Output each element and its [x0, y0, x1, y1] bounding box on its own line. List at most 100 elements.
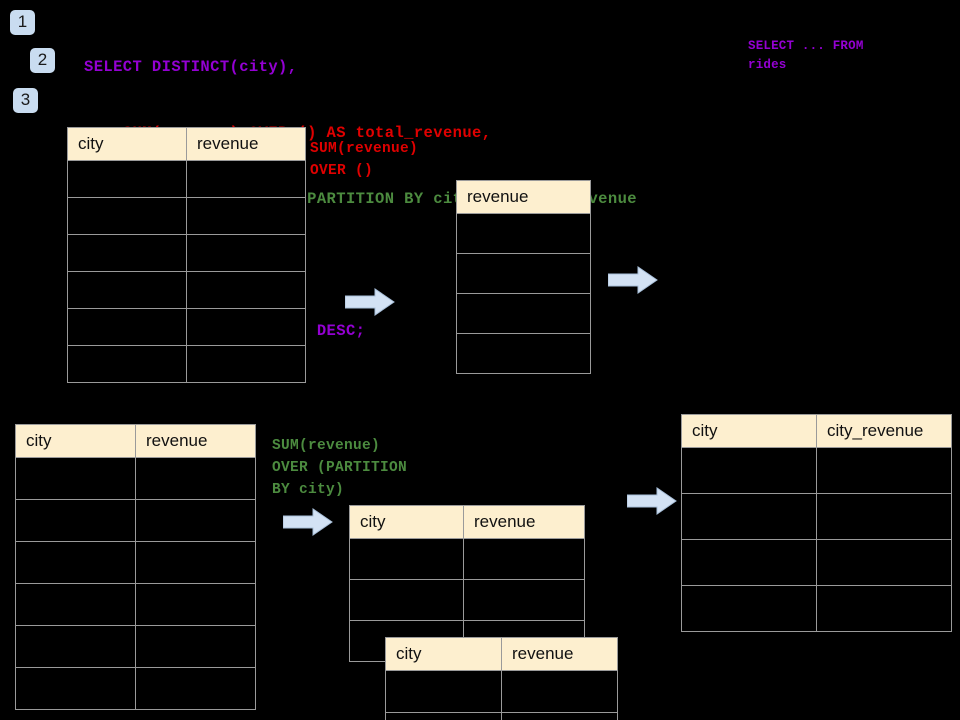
table-cell	[385, 712, 502, 720]
table-cell	[67, 308, 187, 346]
rides-source-table-bottom: city revenue	[15, 424, 256, 710]
table-row	[67, 160, 306, 198]
table-cell	[135, 541, 256, 584]
table-cell	[816, 447, 952, 494]
table-row	[15, 457, 256, 500]
column-header-revenue: revenue	[463, 505, 585, 539]
table-cell	[463, 538, 585, 580]
table-cell	[456, 293, 591, 334]
table-row	[385, 670, 618, 713]
table-header-row: city revenue	[349, 505, 585, 539]
column-header-city: city	[67, 127, 187, 161]
table-row	[385, 712, 618, 720]
table-cell	[67, 271, 187, 309]
table-row	[349, 538, 585, 580]
table-row	[67, 308, 306, 346]
sql-line-1: SELECT DISTINCT(city),	[84, 58, 298, 76]
table-cell	[456, 333, 591, 374]
table-row	[456, 253, 591, 294]
table-cell	[349, 538, 464, 580]
arrow-source-to-total	[345, 288, 395, 316]
table-row	[681, 447, 952, 494]
table-cell	[186, 197, 306, 235]
table-cell	[15, 667, 136, 710]
annotation-sum-over-empty: SUM(revenue) OVER ()	[310, 141, 419, 179]
table-cell	[463, 579, 585, 621]
table-row	[681, 539, 952, 586]
table-cell	[186, 160, 306, 198]
table-row	[15, 499, 256, 542]
arrow-partition-to-result	[627, 487, 677, 515]
final-result-table: city city_revenue	[681, 414, 952, 632]
table-cell	[67, 234, 187, 272]
table-cell	[67, 160, 187, 198]
table-cell	[501, 670, 618, 713]
table-row	[15, 541, 256, 584]
table-cell	[681, 585, 817, 632]
annotation-sum-over-partition: SUM(revenue) OVER (PARTITION BY city)	[272, 438, 408, 498]
table-cell	[15, 625, 136, 668]
table-cell	[186, 234, 306, 272]
table-header-row: revenue	[456, 180, 591, 214]
table-cell	[681, 447, 817, 494]
column-header-city: city	[349, 505, 464, 539]
partition-group-table-back: city revenue	[349, 505, 585, 662]
partition-group-table-front: city revenue	[385, 637, 618, 720]
total-revenue-table: revenue	[456, 180, 591, 374]
table-cell	[15, 457, 136, 500]
table-cell	[501, 712, 618, 720]
column-header-city: city	[15, 424, 136, 458]
table-cell	[385, 670, 502, 713]
table-row	[67, 197, 306, 235]
table-cell	[135, 583, 256, 626]
arrow-source-to-partition	[283, 508, 333, 536]
column-header-revenue: revenue	[456, 180, 591, 214]
table-row	[67, 345, 306, 383]
table-cell	[15, 541, 136, 584]
table-cell	[67, 345, 187, 383]
table-header-row: city revenue	[15, 424, 256, 458]
table-row	[681, 493, 952, 540]
table-cell	[135, 625, 256, 668]
table-cell	[135, 457, 256, 500]
table-cell	[816, 493, 952, 540]
annotation-select-from: SELECT ... FROM rides	[748, 39, 864, 72]
table-cell	[135, 667, 256, 710]
step-badge-1: 1	[10, 10, 35, 35]
table-row	[456, 333, 591, 374]
table-cell	[681, 493, 817, 540]
table-cell	[456, 253, 591, 294]
table-row	[15, 667, 256, 710]
table-header-row: city revenue	[67, 127, 306, 161]
table-row	[681, 585, 952, 632]
table-row	[349, 579, 585, 621]
rides-source-table-top: city revenue	[67, 127, 306, 383]
table-cell	[135, 499, 256, 542]
column-header-revenue: revenue	[135, 424, 256, 458]
table-cell	[67, 197, 187, 235]
table-row	[67, 234, 306, 272]
table-cell	[15, 583, 136, 626]
table-cell	[816, 539, 952, 586]
table-cell	[681, 539, 817, 586]
table-cell	[456, 213, 591, 254]
step-badge-2: 2	[30, 48, 55, 73]
column-header-revenue: revenue	[186, 127, 306, 161]
table-row	[456, 293, 591, 334]
table-row	[67, 271, 306, 309]
column-header-city-revenue: city_revenue	[816, 414, 952, 448]
table-row	[15, 625, 256, 668]
arrow-total-to-result	[608, 266, 658, 294]
step-badge-3: 3	[13, 88, 38, 113]
table-cell	[816, 585, 952, 632]
table-cell	[186, 271, 306, 309]
table-row	[15, 583, 256, 626]
table-header-row: city revenue	[385, 637, 618, 671]
table-cell	[15, 499, 136, 542]
table-cell	[349, 579, 464, 621]
table-header-row: city city_revenue	[681, 414, 952, 448]
column-header-city: city	[385, 637, 502, 671]
table-cell	[186, 308, 306, 346]
column-header-city: city	[681, 414, 817, 448]
